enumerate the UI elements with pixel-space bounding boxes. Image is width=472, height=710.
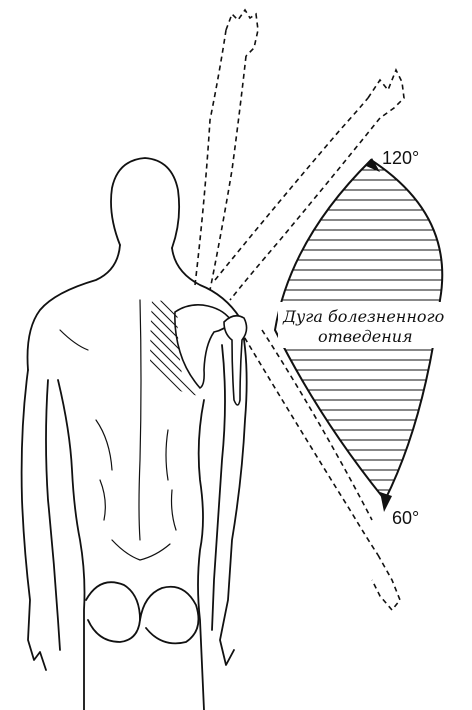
scapula bbox=[175, 305, 232, 388]
head bbox=[111, 158, 179, 248]
angle-label-120: 120° bbox=[382, 148, 419, 168]
human-figure bbox=[22, 158, 247, 710]
left-arm bbox=[22, 370, 46, 670]
left-shoulder bbox=[28, 245, 121, 370]
spine bbox=[139, 300, 141, 540]
arm-position-vertical bbox=[195, 10, 258, 290]
angle-label-60: 60° bbox=[392, 508, 419, 528]
torso-left bbox=[58, 380, 85, 710]
buttocks bbox=[86, 582, 140, 642]
torso-right bbox=[198, 400, 204, 710]
arc-label-line2: отведения bbox=[318, 327, 413, 346]
arc-label-line1: Дуга болезненного bbox=[282, 307, 444, 326]
arrow-60 bbox=[380, 492, 392, 512]
humerus bbox=[224, 316, 247, 405]
